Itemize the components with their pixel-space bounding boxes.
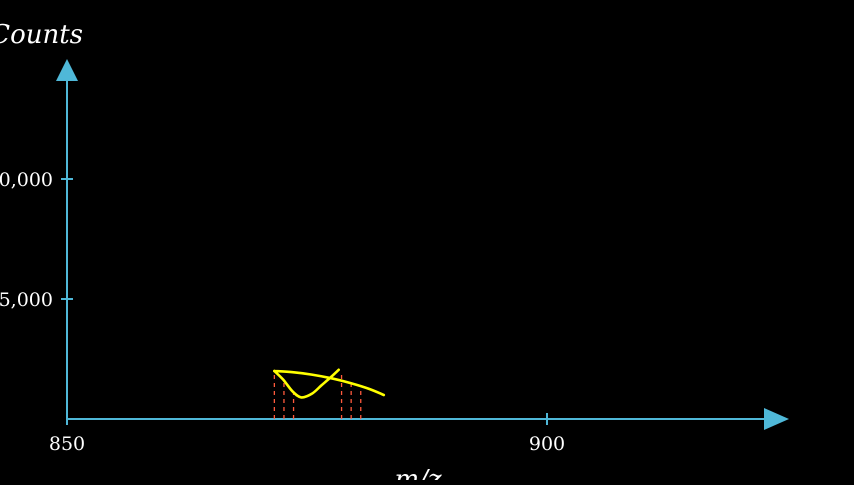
- x-axis-arrow: [764, 408, 789, 430]
- series-line-2: [273, 368, 340, 399]
- reference-lines: [273, 371, 362, 419]
- series-line-1: [273, 369, 386, 397]
- x-tick-label: 900: [529, 433, 565, 455]
- y-axis-title: Counts: [0, 20, 83, 50]
- x-axis-title: m/z: [394, 465, 441, 480]
- axes: 850 900 5,000 10,000: [0, 59, 789, 455]
- y-tick-label: 5,000: [0, 289, 53, 311]
- series-layer: [273, 368, 386, 399]
- y-tick-label: 10,000: [0, 169, 53, 191]
- x-tick-label: 850: [49, 433, 85, 455]
- y-axis-arrow: [56, 59, 78, 81]
